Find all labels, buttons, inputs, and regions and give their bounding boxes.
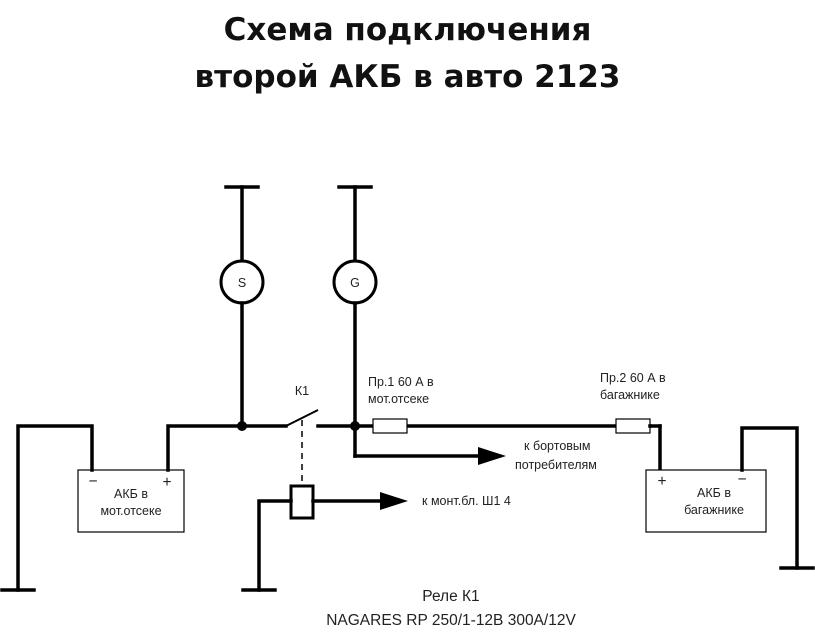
relay-coil-arrow-icon bbox=[380, 492, 408, 510]
battery-trunk-minus: − bbox=[737, 471, 746, 488]
consumers-label-line1: к бортовым bbox=[524, 439, 591, 453]
fuse-1-body bbox=[372, 418, 408, 434]
consumers-arrow-icon bbox=[478, 447, 506, 465]
battery-engine-label-line2: мот.отсеке bbox=[100, 504, 161, 518]
fuse-1-label-line2: мот.отсеке bbox=[368, 392, 429, 406]
fuse-2-body bbox=[615, 418, 651, 434]
generator-junction-dot bbox=[350, 421, 360, 431]
starter-symbol-label: S bbox=[238, 276, 246, 290]
battery-trunk-label-line1: АКБ в bbox=[697, 486, 731, 500]
battery-engine-ground-wire bbox=[16, 424, 94, 592]
diagram-title-line1: Схема подключения bbox=[223, 12, 592, 48]
relay-k1-coil: к монт.бл. Ш1 4 bbox=[241, 484, 511, 592]
battery-trunk-label-line2: багажнике bbox=[684, 503, 744, 517]
relay-coil-output-label: к монт.бл. Ш1 4 bbox=[422, 494, 511, 508]
relay-coil-body bbox=[289, 484, 315, 520]
relay-caption-line1: Реле К1 bbox=[422, 588, 479, 605]
battery-trunk-box bbox=[645, 469, 767, 533]
fuse-2-label-line1: Пр.2 60 А в bbox=[600, 371, 666, 385]
starter-branch: S bbox=[219, 185, 265, 428]
battery-engine-label-line1: АКБ в bbox=[114, 487, 148, 501]
generator-branch: G bbox=[332, 185, 378, 458]
generator-symbol-label: G bbox=[350, 276, 360, 290]
battery-engine-bay: АКБ в мот.отсеке − + bbox=[0, 424, 288, 592]
fuse-1-label-line1: Пр.1 60 А в bbox=[368, 375, 434, 389]
fuse-2: Пр.2 60 А в багажнике bbox=[600, 371, 666, 434]
relay-coil-ground-wire bbox=[257, 499, 293, 592]
battery-trunk: АКБ в багажнике + − bbox=[645, 424, 815, 570]
relay-caption-line2: NAGARES RP 250/1-12В 300А/12V bbox=[326, 612, 576, 629]
battery-engine-plus: + bbox=[162, 474, 171, 491]
main-bus-left bbox=[166, 424, 288, 472]
relay-contact-label: К1 bbox=[295, 384, 309, 398]
battery-trunk-ground-wire bbox=[740, 426, 799, 570]
battery-trunk-plus: + bbox=[657, 473, 666, 490]
fuse-2-label-line2: багажнике bbox=[600, 388, 660, 402]
battery-engine-box bbox=[77, 469, 185, 533]
relay-contact-blade bbox=[285, 409, 319, 427]
fuse-1: Пр.1 60 А в мот.отсеке bbox=[368, 375, 434, 434]
starter-junction-dot bbox=[237, 421, 247, 431]
onboard-consumers-output: к бортовым потребителям bbox=[353, 439, 597, 472]
diagram-title-line2: второй АКБ в авто 2123 bbox=[194, 59, 621, 95]
battery-engine-minus: − bbox=[88, 473, 97, 490]
consumers-label-line2: потребителям bbox=[515, 458, 597, 472]
